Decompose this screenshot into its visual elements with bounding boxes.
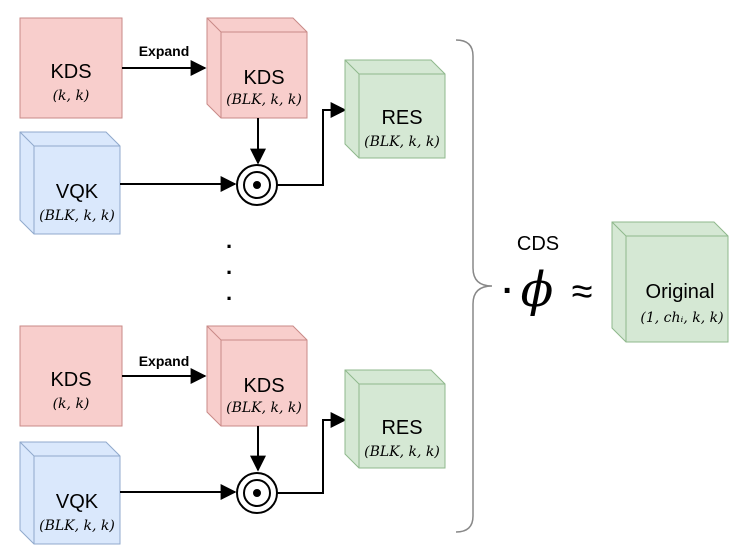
top-vqk-shape: (BLK, k, k) bbox=[39, 208, 115, 224]
top-res-shape: (BLK, k, k) bbox=[364, 134, 440, 150]
bottom-kds-expanded-label: KDS bbox=[243, 375, 284, 397]
cds-label: CDS bbox=[517, 233, 559, 255]
top-odot-icon bbox=[236, 164, 278, 206]
right-curly-brace bbox=[455, 39, 493, 533]
top-kds-input-label: KDS bbox=[50, 61, 91, 83]
bottom-vqk-cube: VQK (BLK, k, k) bbox=[19, 441, 121, 545]
bottom-vqk-shape: (BLK, k, k) bbox=[39, 518, 115, 534]
bottom-op-to-res-arrow bbox=[277, 412, 347, 494]
top-kds-expanded-shape: (BLK, k, k) bbox=[226, 92, 302, 108]
bottom-expand-label: Expand bbox=[139, 353, 190, 369]
top-kds-expanded-label: KDS bbox=[243, 67, 284, 89]
top-op-to-res-arrow bbox=[277, 102, 347, 186]
bottom-kds-expanded-shape: (BLK, k, k) bbox=[226, 400, 302, 416]
bottom-vqk-label: VQK bbox=[56, 491, 99, 513]
original-cube: Original (1, chᵢ, k, k) bbox=[611, 221, 729, 343]
bottom-kds-input-label: KDS bbox=[50, 369, 91, 391]
bottom-res-cube: RES (BLK, k, k) bbox=[344, 369, 446, 469]
top-kds-input-shape: (k, k) bbox=[53, 88, 90, 104]
top-vqk-label: VQK bbox=[56, 181, 99, 203]
vertical-ellipsis: . . . bbox=[226, 228, 232, 305]
approx-symbol: ≈ bbox=[572, 271, 593, 313]
bottom-kds-input-block: KDS (k, k) bbox=[19, 325, 123, 427]
bottom-kds-input-shape: (k, k) bbox=[53, 396, 90, 412]
bottom-res-shape: (BLK, k, k) bbox=[364, 444, 440, 460]
phi-symbol: ϕ bbox=[521, 262, 554, 318]
top-kds-input-block: KDS (k, k) bbox=[19, 17, 123, 119]
top-res-cube: RES (BLK, k, k) bbox=[344, 59, 446, 159]
top-res-label: RES bbox=[381, 107, 422, 129]
ellipsis-dot-1: . bbox=[226, 228, 232, 253]
bottom-group: KDS (k, k) Expand KDS (BLK, k, k) VQK (B… bbox=[19, 325, 446, 545]
multiply-dot: · bbox=[502, 272, 513, 310]
top-vqk-cube: VQK (BLK, k, k) bbox=[19, 131, 121, 235]
ellipsis-dot-3: . bbox=[226, 280, 232, 305]
top-expand-label: Expand bbox=[139, 43, 190, 59]
bottom-kds-expanded-cube: KDS (BLK, k, k) bbox=[206, 325, 308, 427]
original-shape: (1, chᵢ, k, k) bbox=[640, 310, 723, 326]
top-group: KDS (k, k) Expand KDS (BLK, k, k) VQK (B… bbox=[19, 17, 446, 235]
bottom-odot-icon bbox=[236, 472, 278, 514]
original-label: Original bbox=[646, 281, 715, 303]
ellipsis-dot-2: . bbox=[226, 254, 232, 279]
top-kds-expanded-cube: KDS (BLK, k, k) bbox=[206, 17, 308, 119]
bottom-res-label: RES bbox=[381, 417, 422, 439]
